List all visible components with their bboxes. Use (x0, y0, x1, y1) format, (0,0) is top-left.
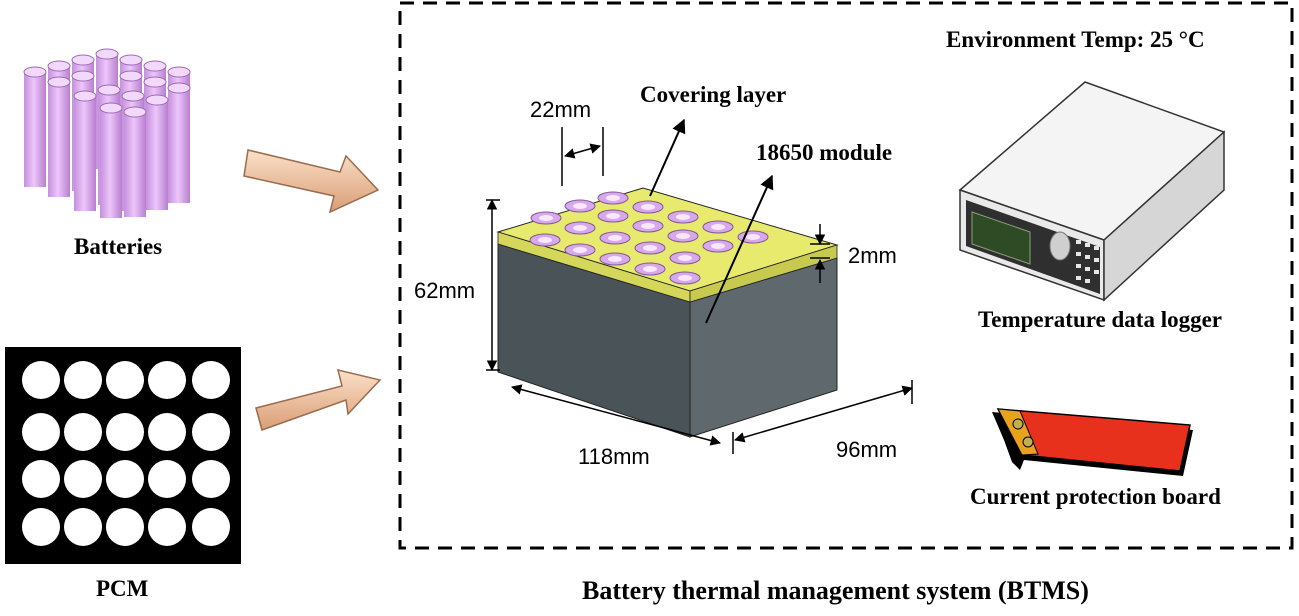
arrow-pcm-to-btms (255, 368, 382, 431)
protection-board-illustration (992, 408, 1193, 476)
environment-temp-label: Environment Temp: 25 °C (946, 27, 1205, 52)
dim-62mm-label: 62mm (414, 278, 476, 303)
temperature-logger-illustration (958, 81, 1226, 302)
temperature-logger-label: Temperature data logger (978, 307, 1223, 332)
pcm-holes (22, 361, 230, 546)
dim-118mm-label: 118mm (578, 444, 650, 469)
dim-2mm-label: 2mm (848, 243, 897, 268)
callout-arrows (649, 118, 774, 324)
arrow-batteries-to-btms (243, 149, 380, 214)
pcm-plate (5, 347, 241, 564)
dim-22mm-label: 22mm (530, 97, 592, 122)
module-label: 18650 module (756, 140, 893, 165)
dimension-lines (486, 127, 914, 454)
btms-frame (398, 1, 1294, 550)
batteries-label: Batteries (74, 234, 163, 259)
covering-layer-pointer (649, 118, 686, 197)
btms-caption: Battery thermal management system (BTMS) (582, 576, 1089, 605)
battery-cell-row-front (73, 84, 169, 218)
battery-module (496, 187, 839, 438)
covering-layer-label: Covering layer (640, 82, 787, 107)
covering-layer-side-edge (689, 244, 838, 303)
module-cell-centers (538, 195, 760, 281)
protection-board-label: Current protection board (970, 484, 1221, 509)
batteries-illustration (23, 48, 191, 218)
dim-96mm-label: 96mm (836, 437, 898, 462)
pcm-label: PCM (96, 576, 149, 601)
module-pointer (705, 174, 774, 324)
